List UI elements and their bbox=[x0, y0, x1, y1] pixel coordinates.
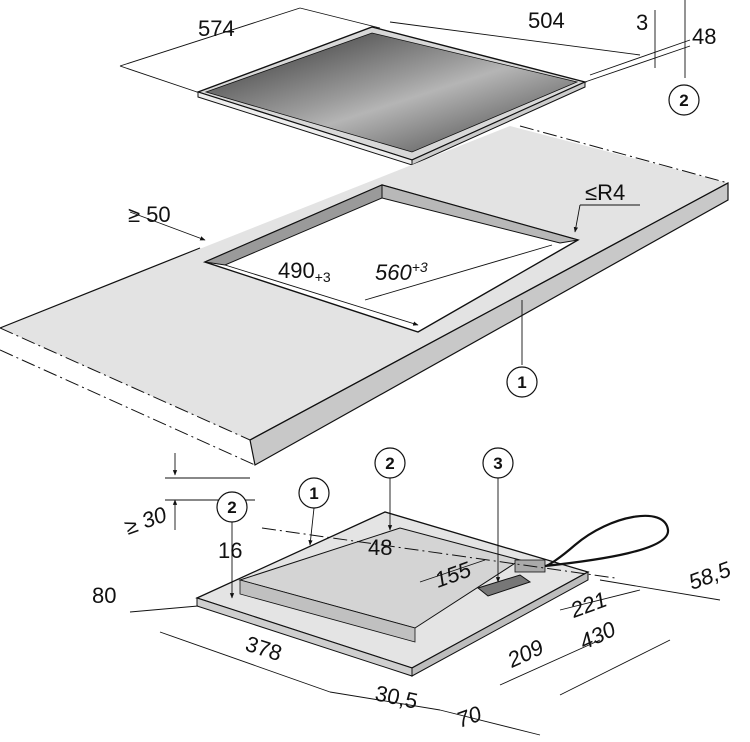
hob-underside-view: 2 1 2 3 16 48 155 80 378 30,5 70 209 221… bbox=[92, 447, 735, 736]
dim-line-560 bbox=[364, 244, 553, 301]
ext-line-574-left bbox=[119, 65, 201, 94]
svg-text:1: 1 bbox=[309, 484, 318, 503]
dim-48-underside-label: 48 bbox=[368, 535, 392, 560]
dim-16-label: 16 bbox=[218, 538, 242, 563]
callout-2-top: 2 bbox=[668, 84, 700, 116]
svg-text:3: 3 bbox=[493, 454, 502, 473]
callout-3-connection: 3 bbox=[482, 447, 514, 479]
ext-line-574-right bbox=[299, 7, 381, 29]
svg-text:1: 1 bbox=[517, 373, 526, 392]
dim-430-label: 430 bbox=[576, 616, 621, 654]
dim-80-label: 80 bbox=[92, 583, 116, 608]
dim-378-label: 378 bbox=[242, 631, 285, 666]
callout-1-underside: 1 bbox=[298, 477, 330, 509]
svg-text:2: 2 bbox=[679, 91, 688, 110]
connection-box bbox=[476, 574, 532, 597]
dim-line-378 bbox=[159, 631, 331, 693]
dim-504-label: 504 bbox=[528, 8, 565, 33]
dim-30-label: ≥ 30 bbox=[121, 501, 170, 539]
callout-2-underside-left: 2 bbox=[216, 491, 248, 523]
underside-centerline bbox=[261, 527, 616, 579]
leader-50 bbox=[129, 211, 206, 241]
dim-221-label: 221 bbox=[566, 587, 610, 623]
dim-574-label: 574 bbox=[198, 16, 235, 41]
dim-560-label: 560+3 bbox=[375, 259, 428, 285]
dim-line-209 bbox=[499, 639, 601, 686]
dim-line-221 bbox=[559, 589, 641, 611]
dim-305-label: 30,5 bbox=[373, 680, 420, 713]
svg-text:2: 2 bbox=[227, 498, 236, 517]
dim-line-585 bbox=[599, 579, 721, 601]
dim-line-504 bbox=[389, 21, 641, 56]
power-cable bbox=[544, 514, 670, 568]
callout-1-worktop: 1 bbox=[506, 366, 538, 398]
worktop: ≥ 50 ≤R4 490+3 560+3 1 ≥ 30 bbox=[0, 125, 729, 540]
dim-48-label: 48 bbox=[692, 24, 716, 49]
ext-line-height-2 bbox=[584, 45, 691, 83]
cutout-right-wall bbox=[381, 184, 579, 244]
dim-line-305 bbox=[329, 691, 441, 711]
dim-line-70 bbox=[439, 709, 541, 736]
dim-3-label: 3 bbox=[636, 10, 648, 35]
ext-line-height bbox=[589, 39, 691, 76]
hob-top-view: 574 504 3 48 2 bbox=[119, 0, 716, 166]
dim-585-label: 58,5 bbox=[685, 556, 735, 594]
worktop-back-break bbox=[519, 125, 729, 184]
dim-490-label: 490+3 bbox=[278, 258, 331, 285]
dim-70-label: 70 bbox=[453, 701, 485, 733]
dim-line-430 bbox=[559, 639, 671, 696]
dim-line-490 bbox=[224, 264, 419, 326]
radius-label: ≤R4 bbox=[585, 180, 625, 205]
underside-side-edge bbox=[411, 571, 589, 677]
dim-line-574 bbox=[119, 7, 301, 67]
dim-line-155 bbox=[419, 559, 486, 583]
svg-text:2: 2 bbox=[385, 454, 394, 473]
dim-50-label: ≥ 50 bbox=[128, 202, 171, 227]
worktop-left-break bbox=[0, 327, 251, 441]
callout-2-underside-center: 2 bbox=[374, 447, 406, 479]
hob-glass-surface bbox=[204, 32, 579, 153]
hob-side-edge bbox=[411, 81, 586, 166]
